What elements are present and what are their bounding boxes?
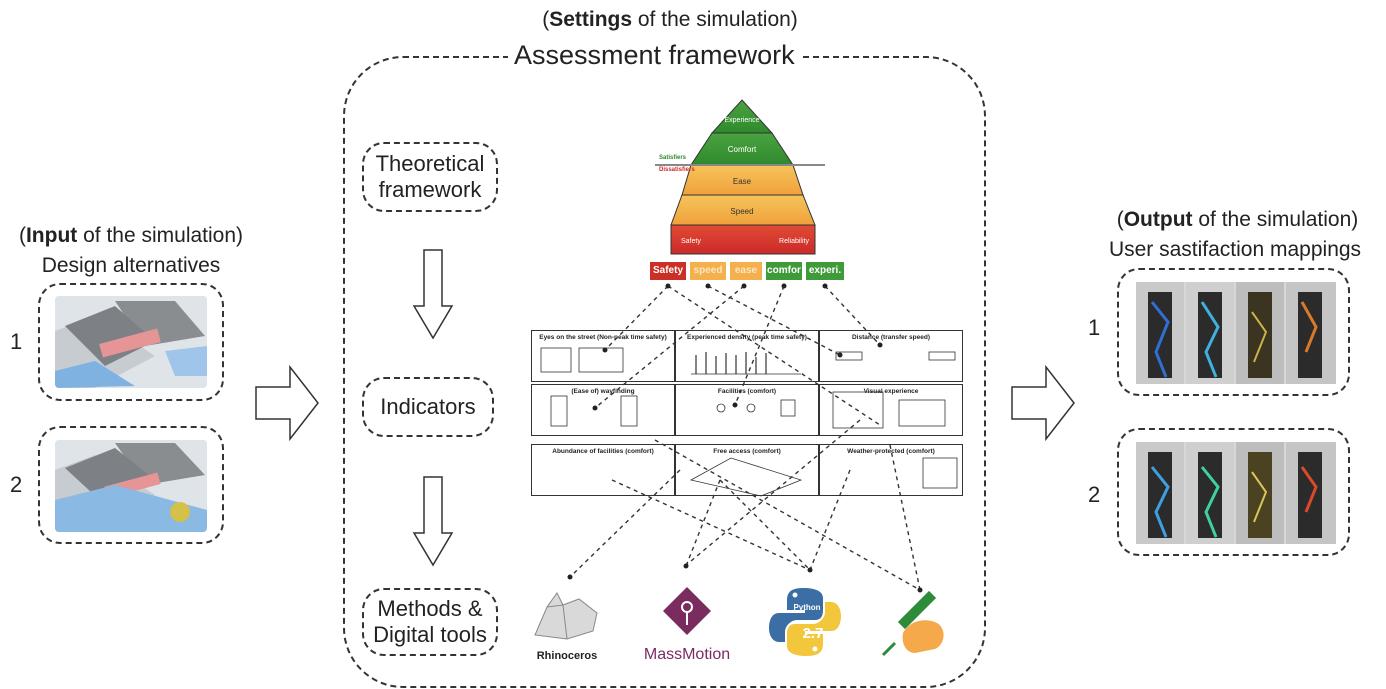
- indicator-label: Visual experience: [863, 388, 919, 395]
- output-bold: Output: [1123, 208, 1193, 231]
- output-caption: (Output of the simulation): [1100, 208, 1375, 232]
- massmotion-icon: [663, 587, 711, 635]
- tag-ease: ease: [730, 262, 762, 280]
- output-box-1: [1117, 268, 1350, 396]
- paren-open: (: [542, 8, 550, 31]
- design-plan-2-graphic: [55, 440, 207, 532]
- design-alternative-1-image: [55, 296, 207, 388]
- satisfaction-mapping-2: [1136, 442, 1336, 544]
- indicators-node: Indicators: [362, 377, 494, 437]
- satisfaction-mapping-1: [1136, 282, 1336, 384]
- design-alternatives-title: Design alternatives: [41, 254, 221, 277]
- output-number-2: 2: [1088, 482, 1101, 507]
- settings-rest: of the simulation): [632, 8, 798, 31]
- massmotion-label: MassMotion: [643, 646, 731, 663]
- satisfiers-label: Satisfiers: [659, 155, 687, 161]
- theoretical-framework-label: Theoretical framework: [375, 151, 485, 202]
- input-number-2: 2: [10, 472, 23, 497]
- methods-node: Methods & Digital tools: [362, 588, 498, 656]
- methods-label: Methods & Digital tools: [373, 596, 487, 647]
- satisfaction-pyramid: Experience Comfort Ease Speed Safety Rel…: [670, 99, 816, 255]
- arrow-framework-to-output: [1011, 365, 1075, 441]
- output-number-1: 1: [1088, 315, 1101, 340]
- output-rest: of the simulation): [1192, 208, 1359, 231]
- dissatisfiers-label: Dissatisfiers: [659, 167, 695, 173]
- settings-bold: Settings: [549, 8, 633, 31]
- indicator-label: Abundance of facilities (comfort): [552, 448, 654, 455]
- input-rest: of the simulation): [77, 224, 244, 247]
- assessment-framework-title: Assessment framework: [508, 40, 801, 71]
- mapping-2-graphic: [1136, 442, 1336, 544]
- level-ease: Ease: [733, 177, 752, 186]
- design-alternative-2-image: [55, 440, 207, 532]
- theoretical-framework-node: Theoretical framework: [362, 142, 498, 212]
- indicators-label: Indicators: [380, 394, 476, 419]
- user-satisfaction-title: User sastifaction mappings: [1108, 238, 1362, 261]
- indicator-sketches: [540, 347, 958, 497]
- level-speed: Speed: [730, 207, 753, 216]
- pen-hand-graphic: [881, 590, 944, 657]
- rhinoceros-logo: Rhinoceros: [527, 585, 607, 665]
- output-box-2: [1117, 428, 1350, 556]
- input-caption: (Input of the simulation): [0, 224, 262, 248]
- input-number-1: 1: [10, 329, 23, 354]
- tag-comfort: comfor: [766, 262, 802, 280]
- level-reliability: Reliability: [779, 238, 809, 245]
- paren-open: (: [1116, 208, 1124, 231]
- arrow-down-2: [412, 476, 454, 567]
- indicator-label: Distance (transfer speed): [851, 334, 931, 341]
- settings-caption: (Settings of the simulation): [520, 8, 820, 32]
- rhino-label: Rhinoceros: [536, 650, 598, 662]
- python-icon: Python 2.7: [769, 588, 841, 656]
- tag-safety: Safety: [650, 262, 686, 280]
- input-box-2: [38, 426, 224, 544]
- tag-speed: speed: [690, 262, 726, 280]
- python-label: Python: [793, 603, 820, 612]
- hand-writing-icon: [875, 585, 955, 660]
- level-experience: Experience: [724, 117, 759, 124]
- satisfier-divider-line: [655, 164, 825, 166]
- rhino-icon: [534, 592, 598, 640]
- python-logo: Python 2.7: [765, 582, 845, 662]
- arrow-down-1: [412, 249, 454, 340]
- massmotion-logo: MassMotion: [635, 585, 739, 665]
- python-version: 2.7: [803, 625, 824, 642]
- level-comfort: Comfort: [728, 145, 757, 154]
- design-plan-1-graphic: [55, 296, 207, 388]
- input-bold: Input: [25, 224, 78, 247]
- input-box-1: [38, 283, 224, 401]
- indicator-grid: Eyes on the street (Non-peak time safety…: [531, 330, 963, 498]
- arrow-input-to-framework: [255, 365, 319, 441]
- tag-experience: experi.: [806, 262, 844, 280]
- paren-open: (: [18, 224, 26, 247]
- level-safety: Safety: [681, 238, 701, 245]
- mapping-1-graphic: [1136, 282, 1336, 384]
